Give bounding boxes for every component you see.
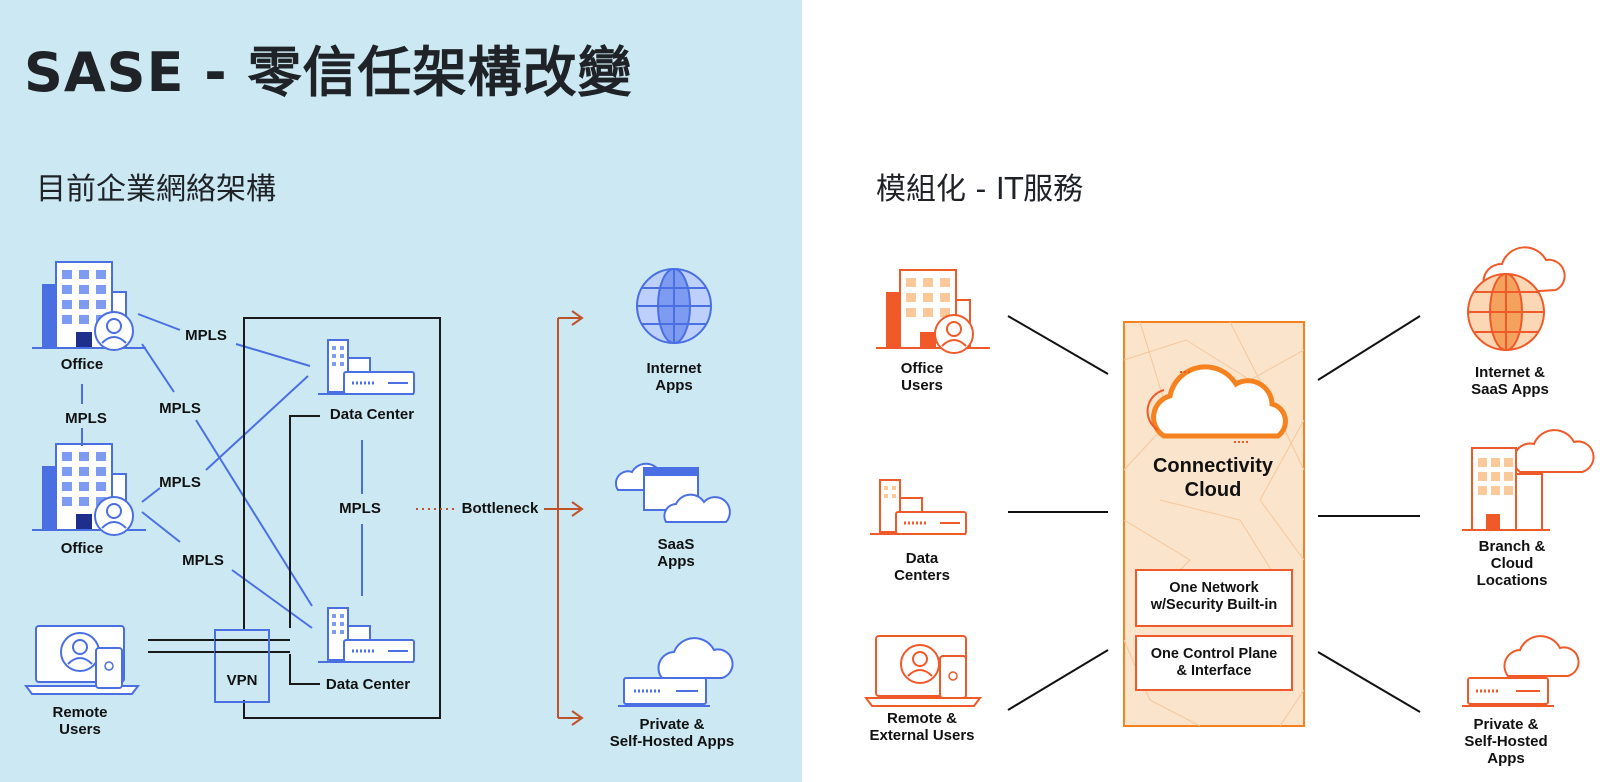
link-label-bottleneck: Bottleneck [461,500,539,517]
vpn-box [214,629,270,703]
node-label-internet-saas: Internet & SaaS Apps [1471,364,1549,398]
person-icon [94,496,134,536]
node-label-vpn: VPN [226,672,258,689]
right-section-title: 模組化 - IT服務 [876,172,1084,207]
link-label-mpls: MPLS [339,500,381,517]
data-center-icon [868,478,968,536]
link-label-mpls: MPLS [65,410,107,427]
laptop-icon [864,635,982,707]
node-label-remote-users: Remote Users [52,704,108,738]
node-label-data-centers: Data Centers [894,550,950,584]
node-label-branch-cloud: Branch & Cloud Locations [1476,538,1548,589]
node-label-office-users: Office Users [900,360,944,394]
node-label-private-apps: Private & Self-Hosted Apps [609,716,735,750]
node-label-internet-apps: Internet Apps [646,360,702,394]
feature-label-network: One Network w/Security Built-in [1150,580,1278,613]
person-icon [94,311,134,351]
node-label-data-center: Data Center [325,676,411,693]
node-label-saas-apps: SaaS Apps [657,536,695,570]
private-server-icon [618,637,734,707]
feature-label-control-plane: One Control Plane & Interface [1150,646,1278,679]
branch-building-icon [1462,429,1595,531]
globe-cloud-icon [1467,246,1566,351]
globe-icon [636,268,712,344]
node-label-remote-external-users: Remote & External Users [869,710,975,744]
left-section-title: 目前企業網絡架構 [36,172,276,207]
link-label-mpls: MPLS [185,327,227,344]
data-center-icon [316,338,416,396]
data-center-icon [316,606,416,664]
network-boundary [148,317,441,719]
page-title: SASE - 零信任架構改變 [24,41,633,104]
feature-box [1135,635,1293,691]
node-label-private-apps: Private & Self-Hosted Apps [1464,716,1548,767]
private-server-icon [1462,635,1580,707]
cloud-icon [1146,364,1288,443]
node-label-data-center: Data Center [329,406,415,423]
link-label-mpls: MPLS [159,400,201,417]
hub-label: Connectivity Cloud [1152,455,1274,501]
feature-box [1135,569,1293,627]
link-label-mpls: MPLS [182,552,224,569]
mpls-links [81,313,363,629]
laptop-icon [24,625,140,695]
link-label-mpls: MPLS [159,474,201,491]
egress-arrows [544,310,584,726]
hub-links [1007,315,1421,713]
node-label-office: Office [60,540,104,557]
node-label-office: Office [60,356,104,373]
saas-cloud-icon [615,462,731,523]
person-icon [934,314,974,354]
